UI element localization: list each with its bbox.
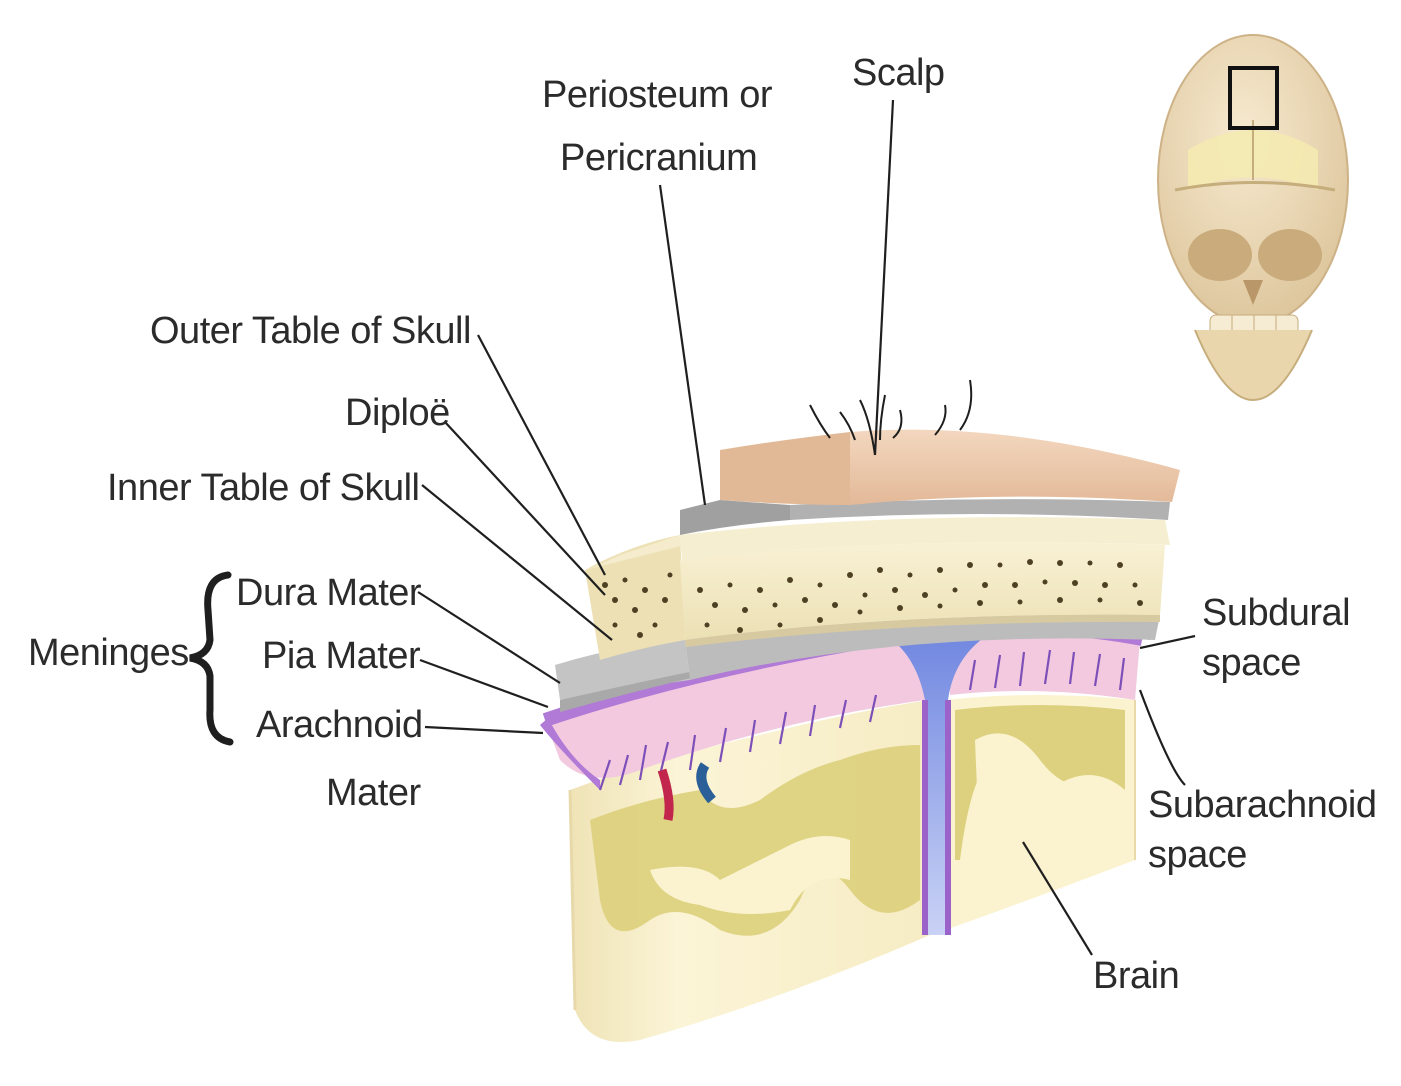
label-brain: Brain [1093, 955, 1179, 997]
hair-icon [809, 379, 973, 456]
label-periosteum-line1: Periosteum or [542, 74, 773, 116]
label-inner-table: Inner Table of Skull [107, 467, 420, 509]
vein-icon [696, 762, 716, 804]
label-pia-mater: Pia Mater [262, 635, 421, 677]
label-scalp: Scalp [852, 52, 945, 94]
label-diploe: Diploë [345, 392, 450, 434]
label-subarachnoid-line1: Subarachnoid [1148, 784, 1377, 826]
diploe-dots [602, 559, 1143, 638]
label-periosteum-line2: Pericranium [560, 137, 757, 179]
scalp-layer [720, 379, 1180, 505]
periosteum-layer [680, 499, 1170, 535]
leader-lines [417, 99, 1196, 956]
label-subdural-line1: Subdural [1202, 592, 1350, 634]
skull-bone-layer [585, 517, 1170, 660]
skull-icon [1157, 34, 1349, 401]
label-subdural-line2: space [1202, 642, 1301, 684]
location-box [1228, 66, 1279, 130]
artery-icon [657, 768, 674, 821]
label-dura-mater: Dura Mater [236, 572, 422, 614]
label-subarachnoid-line2: space [1148, 834, 1247, 876]
label-outer-table: Outer Table of Skull [150, 310, 471, 352]
meninges-brace [189, 571, 234, 746]
label-arachnoid-line1: Arachnoid [256, 704, 423, 746]
brain-block [540, 622, 1144, 1042]
label-arachnoid-line2: Mater [326, 772, 421, 814]
label-meninges: Meninges [28, 632, 189, 674]
